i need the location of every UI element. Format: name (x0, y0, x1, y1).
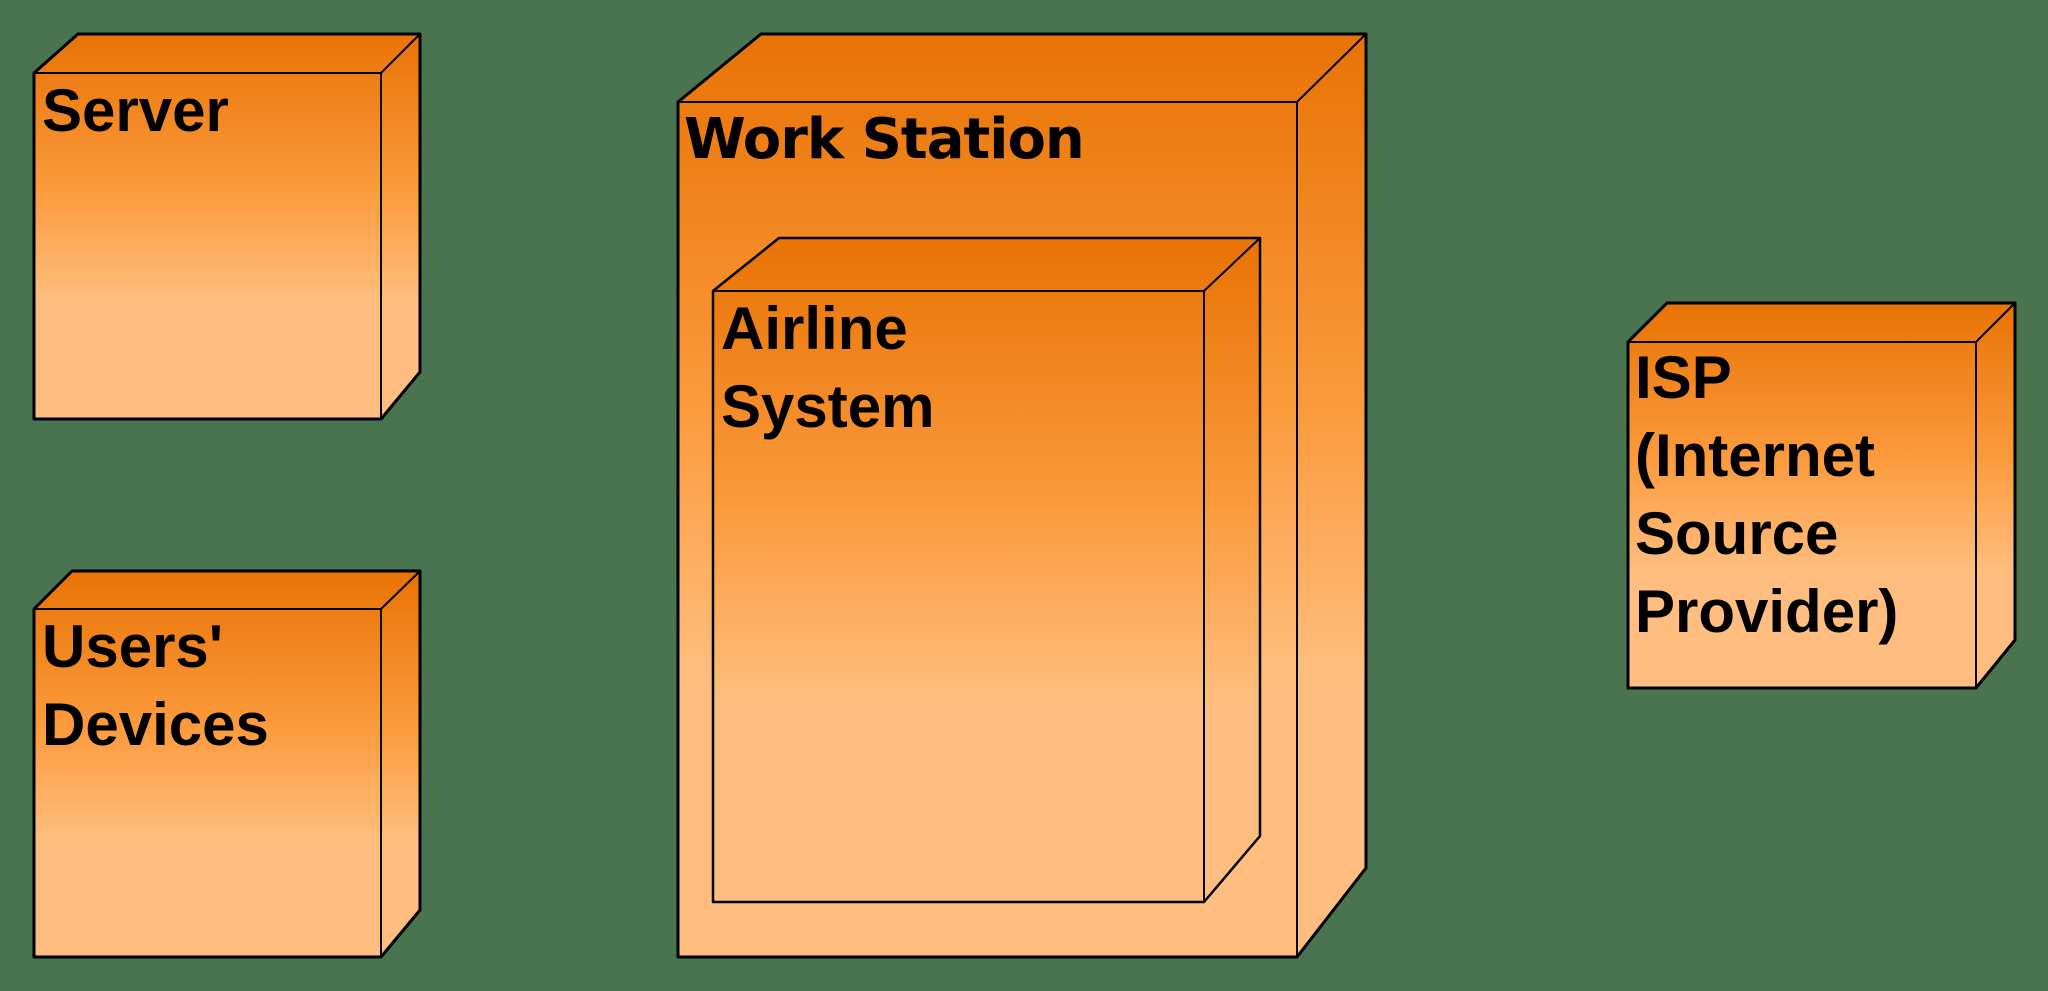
node-airline-system[interactable] (711, 236, 1262, 904)
server-label: Server (42, 77, 229, 144)
airline-system-label: Airline System (721, 295, 935, 440)
node-server-edges (34, 33, 421, 419)
node-users-devices-shape (32, 569, 422, 959)
isp-label: ISP (Internet Source Provider) (1635, 344, 1899, 645)
node-users-devices[interactable] (32, 569, 422, 959)
node-users-devices-edges (34, 570, 421, 957)
work-station-label: Work Station (684, 107, 1085, 172)
node-isp[interactable] (1626, 301, 2017, 690)
node-server-shape (32, 32, 422, 421)
node-airline-system-shape (711, 236, 1262, 904)
node-isp-shape (1626, 301, 2017, 690)
node-isp-edges (1628, 302, 2016, 688)
users-devices-label: Users' Devices (42, 613, 269, 758)
node-server[interactable] (32, 32, 422, 421)
node-airline-system-edges (713, 237, 1261, 902)
node-work-station-edges (678, 33, 1367, 957)
